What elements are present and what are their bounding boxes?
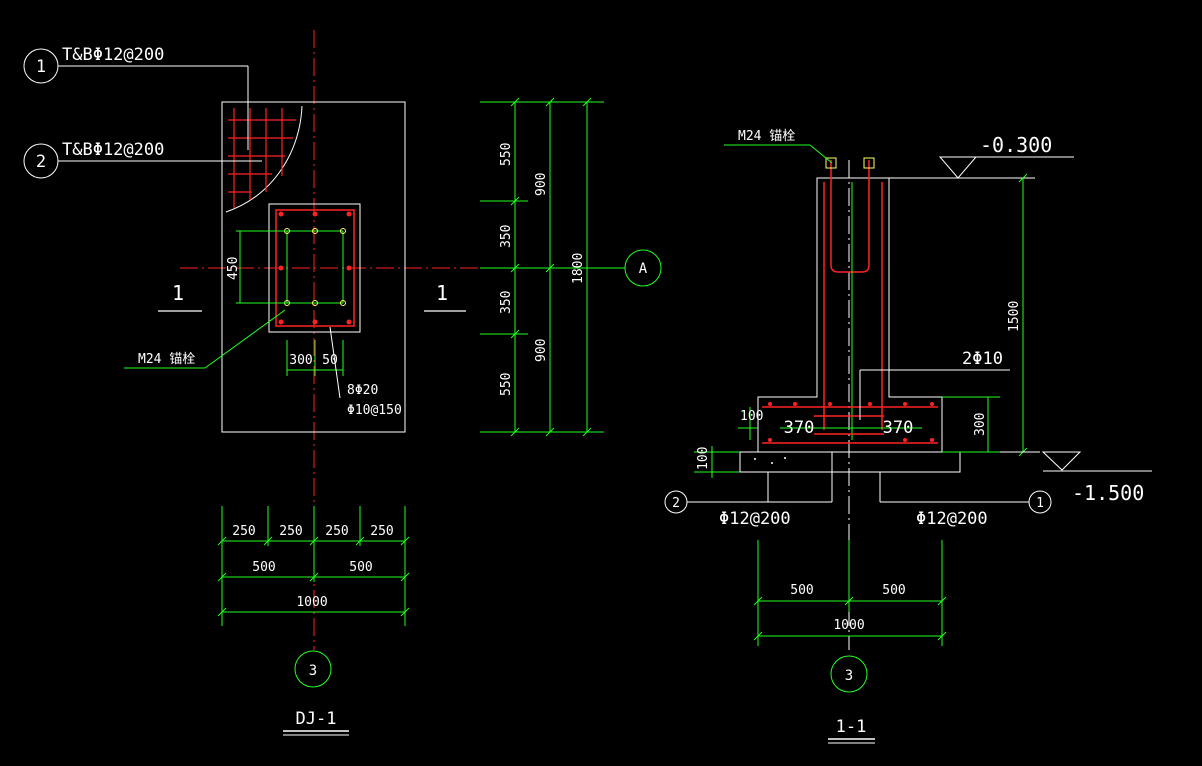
axis-a-label: A [639,261,648,277]
lean-concrete-hatch [754,457,786,464]
stirrup-label: 2Φ10 [962,349,1003,369]
section-anchor-label: M24 锚栓 [738,129,795,144]
section-anchor-bolts [825,157,875,169]
dim-900-bottom: 900 [534,339,549,362]
plan-axis-3-label: 3 [309,663,317,679]
plan-axis-3-bubble [294,650,332,688]
column-rebar-dots [278,211,352,325]
plan-view: 1 T&BΦ12@200 2 T&BΦ12@200 [23,30,662,736]
dim-350-bottom: 350 [499,291,514,314]
section-mark-left: 1 [172,281,184,305]
elev-bottom-symbol [1041,451,1082,471]
anchor-bolt-grid [284,228,346,306]
section-footing-rebar [762,406,938,444]
column-rebar-label: 8Φ20 [347,383,378,398]
dim-300: 300 [973,413,988,436]
section-concrete-outline [757,177,943,453]
section-axis-3-bubble [830,655,868,693]
dim-500-left: 500 [252,560,275,575]
section-title: 1-1 [836,717,867,737]
section-dim-1000: 1000 [833,618,864,633]
callout-2-number: 2 [36,152,46,172]
section-rebar-left: Φ12@200 [719,509,791,529]
callout-2-text: T&BΦ12@200 [62,140,164,160]
section-rebar-right: Φ12@200 [916,509,988,529]
column-dim-450: 450 [226,257,241,280]
dim-550-bottom: 550 [499,373,514,396]
dim-900-top: 900 [534,173,549,196]
section-column-rebar [823,160,883,430]
dim-100-bottom: 100 [696,447,711,470]
elev-bottom: -1.500 [1072,481,1144,505]
column-stirrup-label: Φ10@150 [347,403,402,418]
dim-500-right: 500 [349,560,372,575]
dim-250-4: 250 [370,524,393,539]
dim-250-2: 250 [279,524,302,539]
column-stirrup [275,209,355,327]
axis-a-bubble [624,249,662,287]
elev-top: -0.300 [980,133,1052,157]
plan-right-dimensions [480,97,604,437]
callout-1-number: 1 [36,57,46,77]
section-mark-right: 1 [436,281,448,305]
dim-550-top: 550 [499,143,514,166]
section-lean-concrete [739,451,961,473]
section-dim-500-right: 500 [882,583,905,598]
dim-1500: 1500 [1007,301,1022,332]
plan-rebar-mesh [225,105,303,213]
dim-1000: 1000 [296,595,327,610]
section-bottom-dimensions [753,540,947,646]
footing-outline [221,101,406,433]
dim-370-left: 370 [784,418,815,438]
section-footing-rebar-dots [768,402,934,442]
section-callout-2-number: 2 [672,496,680,511]
section-callout-1-number: 1 [1036,496,1044,511]
dim-350-top: 350 [499,225,514,248]
dim-250-3: 250 [325,524,348,539]
section-dim-500-left: 500 [790,583,813,598]
dim-250-1: 250 [232,524,255,539]
dim-1800: 1800 [571,253,586,284]
plan-bottom-dimensions [217,506,410,626]
dim-370-right: 370 [883,418,914,438]
elev-top-symbol [938,156,978,179]
column-dim-300: 300 [289,353,312,368]
section-axis-3-label: 3 [845,668,853,684]
column-outline [268,203,361,333]
mesh-break-line [225,105,303,213]
plan-title: DJ-1 [296,709,337,729]
section-view: M24 锚栓 -0.300 1500 -1.500 2Φ10 100 370 3… [664,129,1152,744]
plan-anchor-label: M24 锚栓 [138,352,195,367]
dim-100-side: 100 [740,409,763,424]
callout-1-text: T&BΦ12@200 [62,45,164,65]
